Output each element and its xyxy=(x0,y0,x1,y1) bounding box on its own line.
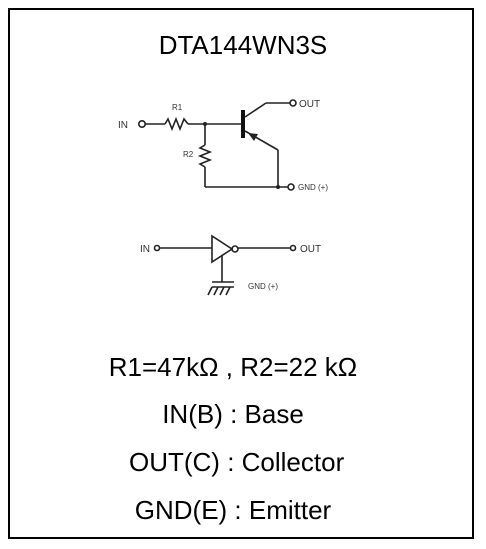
inverter-bubble xyxy=(231,245,239,253)
resistor-r1 xyxy=(164,116,189,132)
emitter-arrow-icon xyxy=(248,133,258,141)
pin-base-description: IN(B) : Base xyxy=(162,399,304,429)
datasheet-frame: DTA144WN3S xyxy=(8,8,474,539)
schematic-out-label: OUT xyxy=(299,99,320,110)
schematic-gnd-label: GND (+) xyxy=(298,183,328,192)
schematic-r2-label: R2 xyxy=(183,150,194,159)
symbol-out-terminal xyxy=(289,244,297,252)
resistor-values: R1=47kΩ , R2=22 kΩ xyxy=(108,352,358,382)
symbol-out-label: OUT xyxy=(300,244,321,255)
schematic-gnd-terminal xyxy=(287,183,295,191)
part-title: DTA144WN3S xyxy=(158,30,328,60)
pin-collector-description: OUT(C) : Collector xyxy=(121,447,345,477)
pin-emitter-description: GND(E) : Emitter xyxy=(134,495,332,525)
symbol-in-terminal xyxy=(153,244,161,252)
symbol-in-label: IN xyxy=(140,244,150,255)
schematic-in-label: IN xyxy=(118,120,128,131)
schematic-out-terminal xyxy=(289,99,297,107)
ground-hatch-icon xyxy=(207,286,231,296)
schematic-r1-label: R1 xyxy=(172,103,183,112)
transistor-collector-lead xyxy=(244,102,267,118)
resistor-r2 xyxy=(197,144,213,168)
inverter-triangle xyxy=(211,234,234,264)
emitter-junction-dot xyxy=(276,185,280,189)
schematic-in-terminal xyxy=(138,120,147,129)
symbol-gnd-label: GND (+) xyxy=(248,282,278,291)
